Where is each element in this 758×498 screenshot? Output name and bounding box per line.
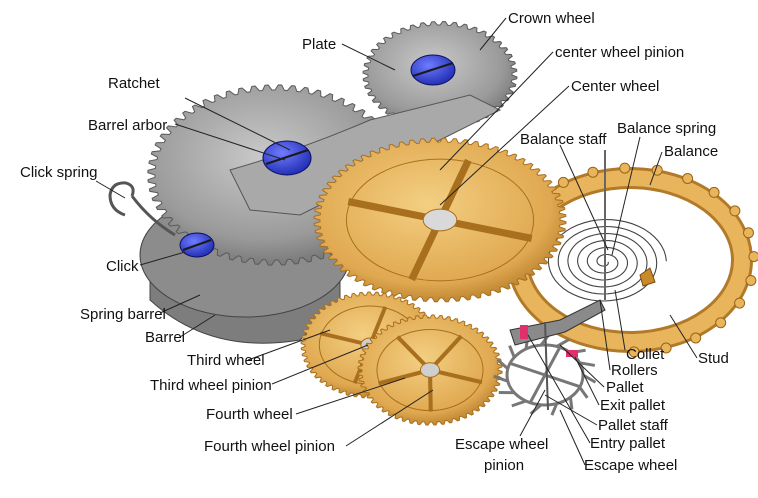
label-ratchet: Ratchet xyxy=(108,75,160,92)
label-plate: Plate xyxy=(302,36,336,53)
label-entry-pallet: Entry pallet xyxy=(590,435,665,452)
label-escape-wheel-pinion-line1: Escape wheel xyxy=(455,436,548,453)
label-click-spring: Click spring xyxy=(20,164,98,181)
click-screw xyxy=(180,233,214,257)
label-barrel-arbor: Barrel arbor xyxy=(88,117,167,134)
label-fourth-wheel-pinion: Fourth wheel pinion xyxy=(204,438,335,455)
escape-wheel-gear xyxy=(494,335,596,416)
label-third-wheel: Third wheel xyxy=(187,352,265,369)
label-escape-wheel-pinion-line2: pinion xyxy=(484,457,524,474)
label-exit-pallet: Exit pallet xyxy=(600,397,665,414)
label-rollers: Rollers xyxy=(611,362,658,379)
label-fourth-wheel: Fourth wheel xyxy=(206,406,293,423)
label-collet: Collet xyxy=(626,346,664,363)
label-stud: Stud xyxy=(698,350,729,367)
label-balance-spring: Balance spring xyxy=(617,120,716,137)
label-pallet-staff: Pallet staff xyxy=(598,417,668,434)
label-pallet: Pallet xyxy=(606,379,644,396)
ratchet-screw xyxy=(263,141,311,175)
label-spring-barrel: Spring barrel xyxy=(80,306,166,323)
label-third-wheel-pinion: Third wheel pinion xyxy=(150,377,272,394)
crown-wheel-screw xyxy=(411,55,455,85)
label-balance: Balance xyxy=(664,143,718,160)
label-barrel: Barrel xyxy=(145,329,185,346)
label-escape-wheel: Escape wheel xyxy=(584,457,677,474)
label-crown-wheel: Crown wheel xyxy=(508,10,595,27)
label-center-wheel-pinion: center wheel pinion xyxy=(555,44,684,61)
label-balance-staff: Balance staff xyxy=(520,131,606,148)
label-center-wheel: Center wheel xyxy=(571,78,659,95)
label-click: Click xyxy=(106,258,139,275)
